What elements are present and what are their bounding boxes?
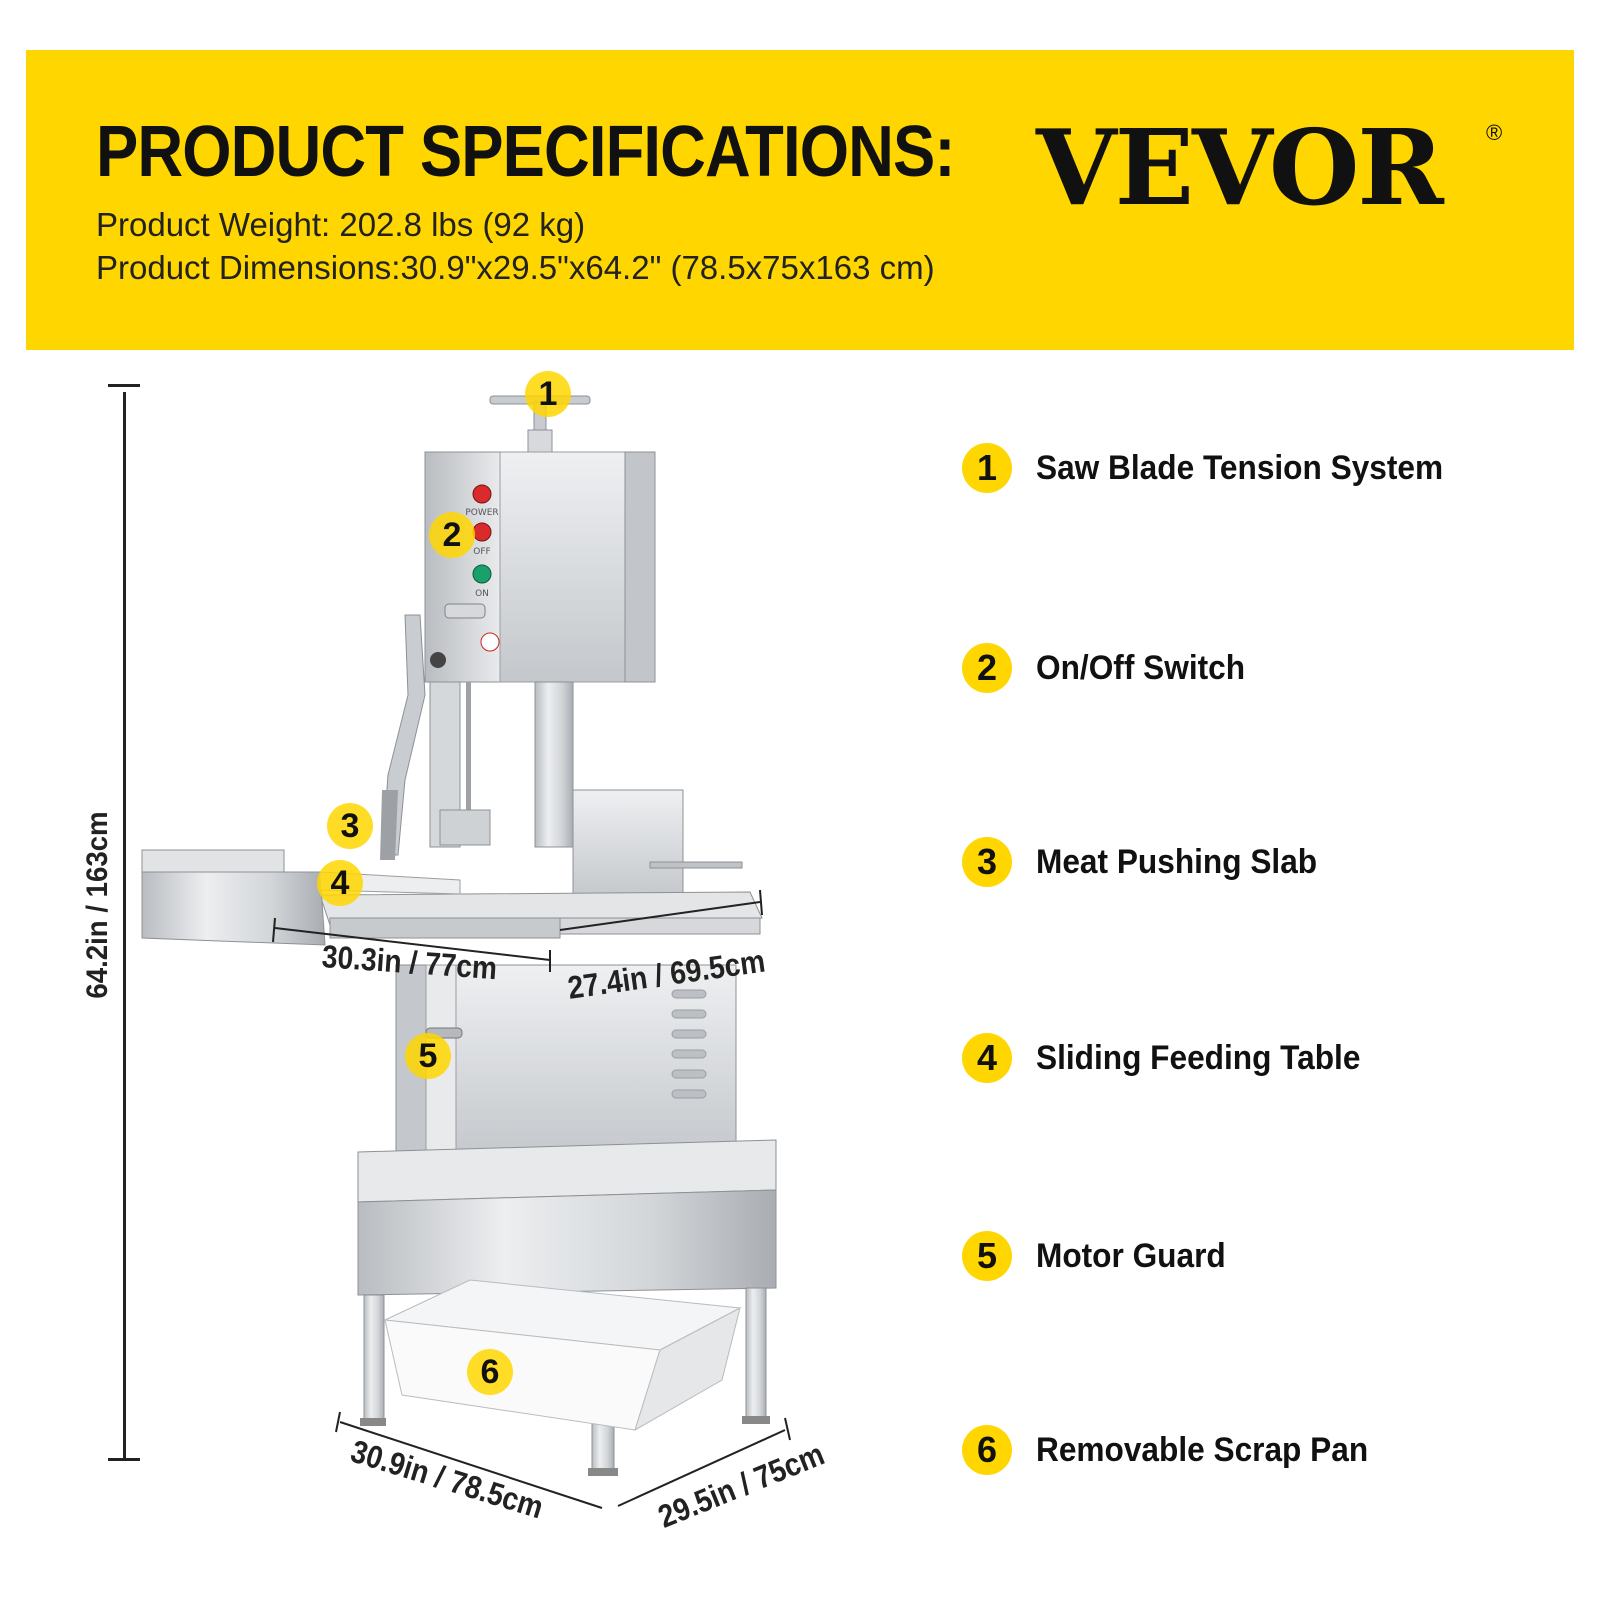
upper-housing: POWER OFF ON xyxy=(424,451,656,683)
work-table xyxy=(319,861,763,939)
feature-number: 2 xyxy=(962,643,1012,693)
feature-number: 6 xyxy=(962,1425,1012,1475)
meat-pushing-arm xyxy=(380,614,426,860)
height-dimension-line xyxy=(123,392,126,1460)
height-label: 64.2in / 163cm xyxy=(81,811,114,999)
marker-3: 3 xyxy=(327,803,373,849)
feature-item: 6 Removable Scrap Pan xyxy=(962,1420,1393,1480)
feature-label: Saw Blade Tension System xyxy=(1036,448,1444,487)
feature-label: Motor Guard xyxy=(1036,1236,1226,1275)
registered-mark: ® xyxy=(1486,120,1503,145)
marker-6: 6 xyxy=(467,1349,513,1395)
marker-1: 1 xyxy=(525,371,571,417)
band-saw-illustration: POWER OFF ON xyxy=(141,395,791,1509)
feature-label: On/Off Switch xyxy=(1036,648,1246,687)
product-dimensions: Product Dimensions:30.9"x29.5"x64.2" (78… xyxy=(96,249,935,286)
stand-frame xyxy=(357,1139,777,1476)
spec-banner: PRODUCT SPECIFICATIONS: Product Weight: … xyxy=(26,50,1574,350)
scrap-pan xyxy=(383,1279,742,1432)
feature-item: 4 Sliding Feeding Table xyxy=(962,1028,1385,1088)
feature-item: 5 Motor Guard xyxy=(962,1226,1240,1286)
feature-label: Sliding Feeding Table xyxy=(1036,1038,1361,1077)
feature-number: 1 xyxy=(962,443,1012,493)
page-title: PRODUCT SPECIFICATIONS: xyxy=(96,112,955,192)
feature-label: Removable Scrap Pan xyxy=(1036,1430,1369,1469)
off-text: OFF xyxy=(473,547,490,557)
brand-logo: VEVOR xyxy=(1036,106,1444,229)
feature-label: Meat Pushing Slab xyxy=(1036,842,1318,881)
feature-number: 5 xyxy=(962,1231,1012,1281)
power-text: POWER xyxy=(465,508,498,518)
saw-column xyxy=(429,681,684,899)
marker-4: 4 xyxy=(317,860,363,906)
height-top-cap xyxy=(108,384,140,387)
feature-number: 4 xyxy=(962,1033,1012,1083)
marker-5: 5 xyxy=(405,1033,451,1079)
feature-item: 2 On/Off Switch xyxy=(962,638,1261,698)
on-text: ON xyxy=(475,589,489,599)
feature-item: 1 Saw Blade Tension System xyxy=(962,438,1474,498)
feature-number: 3 xyxy=(962,837,1012,887)
product-weight: Product Weight: 202.8 lbs (92 kg) xyxy=(96,206,586,243)
marker-2: 2 xyxy=(429,512,475,558)
dimension-guides xyxy=(272,889,791,1509)
feature-item: 3 Meat Pushing Slab xyxy=(962,832,1338,892)
height-bottom-cap xyxy=(108,1458,140,1461)
